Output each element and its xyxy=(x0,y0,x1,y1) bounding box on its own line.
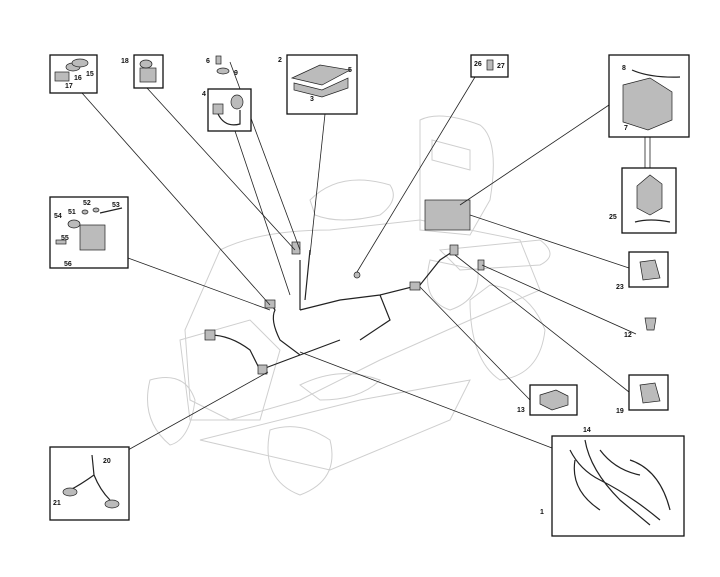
label-9: 9 xyxy=(234,70,238,77)
part-box-switch-19[interactable] xyxy=(628,374,669,411)
label-26: 26 xyxy=(474,61,482,68)
part-box-battery-7-8[interactable] xyxy=(608,54,690,138)
part-box-switch-23[interactable] xyxy=(628,251,669,288)
label-25: 25 xyxy=(609,214,617,221)
label-20: 20 xyxy=(103,458,111,465)
label-6: 6 xyxy=(206,58,210,65)
part-bulb-12[interactable] xyxy=(644,317,657,331)
part-key-6-9[interactable] xyxy=(215,55,230,75)
label-21: 21 xyxy=(53,500,61,507)
part-box-ignition-4[interactable] xyxy=(207,88,252,132)
label-55: 55 xyxy=(61,235,69,242)
label-2: 2 xyxy=(278,57,282,64)
label-5: 5 xyxy=(348,67,352,74)
label-7: 7 xyxy=(624,125,628,132)
label-52: 52 xyxy=(83,200,91,207)
label-13: 13 xyxy=(517,407,525,414)
label-23: 23 xyxy=(616,284,624,291)
label-53: 53 xyxy=(112,202,120,209)
label-14: 14 xyxy=(583,427,591,434)
label-16: 16 xyxy=(74,75,82,82)
label-1: 1 xyxy=(540,509,544,516)
part-box-rivet-26-27[interactable] xyxy=(470,54,509,78)
part-box-lights-20-21[interactable] xyxy=(49,446,130,521)
part-box-fuse-2-5[interactable] xyxy=(286,54,358,115)
label-17: 17 xyxy=(65,83,73,90)
label-51: 51 xyxy=(68,209,76,216)
label-56: 56 xyxy=(64,261,72,268)
label-15: 15 xyxy=(86,71,94,78)
label-3: 3 xyxy=(310,96,314,103)
label-8: 8 xyxy=(622,65,626,72)
part-number-labels: 15 16 17 18 6 9 4 2 5 3 26 27 8 7 25 52 … xyxy=(53,57,632,516)
part-box-harness-1[interactable] xyxy=(551,435,685,537)
part-box-charger-25[interactable] xyxy=(621,167,677,234)
tractor-outline xyxy=(147,115,551,496)
part-box-button-18[interactable] xyxy=(133,54,164,89)
label-19: 19 xyxy=(616,408,624,415)
label-18: 18 xyxy=(121,58,129,65)
wiring-harness-on-tractor xyxy=(204,199,485,375)
label-27: 27 xyxy=(497,63,505,70)
part-box-relay-13[interactable] xyxy=(529,384,578,416)
part-box-switch-15-17[interactable] xyxy=(49,54,98,94)
leader-lines xyxy=(81,61,651,451)
part-box-solenoid-51-56[interactable] xyxy=(49,196,129,269)
label-12: 12 xyxy=(624,332,632,339)
label-54: 54 xyxy=(54,213,62,220)
label-4: 4 xyxy=(202,91,206,98)
